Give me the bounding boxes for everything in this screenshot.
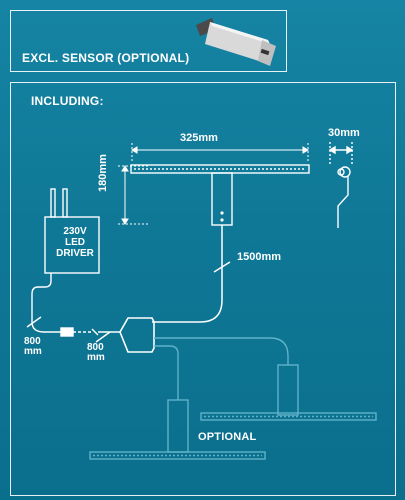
optional-lamps bbox=[89, 337, 377, 460]
junction-box-icon bbox=[119, 317, 155, 353]
sensor-panel-label: EXCL. SENSOR (OPTIONAL) bbox=[22, 51, 190, 65]
width-dimension bbox=[131, 143, 309, 162]
main-cable-length-label: 1500mm bbox=[237, 251, 282, 263]
including-panel bbox=[10, 82, 396, 496]
optional-label: OPTIONAL bbox=[198, 431, 257, 443]
lamp-arm bbox=[211, 172, 233, 226]
cable-connector bbox=[60, 327, 120, 343]
motion-sensor-icon bbox=[196, 18, 276, 66]
light-bar-top bbox=[130, 164, 310, 174]
depth-dimension-label: 30mm bbox=[328, 127, 360, 139]
sensor-panel bbox=[10, 10, 287, 72]
led-driver-icon bbox=[26, 188, 100, 333]
led-driver-label: 230V LED DRIVER bbox=[56, 226, 94, 259]
main-cable bbox=[152, 225, 231, 323]
side-view bbox=[328, 142, 354, 228]
connector-cable-length-label: 800 mm bbox=[87, 342, 105, 363]
driver-cable-length-label: 800 mm bbox=[24, 336, 42, 357]
height-dimension bbox=[118, 165, 148, 225]
height-dimension-label: 180mm bbox=[97, 154, 109, 192]
width-dimension-label: 325mm bbox=[180, 132, 218, 144]
including-panel-label: INCLUDING: bbox=[31, 94, 104, 108]
